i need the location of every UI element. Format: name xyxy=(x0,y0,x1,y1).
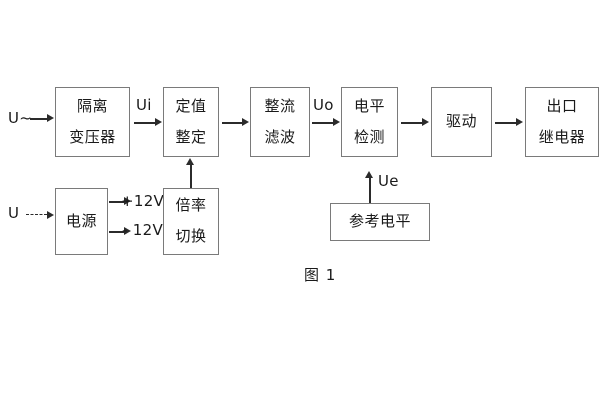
block-output-relay: 出口 继电器 xyxy=(525,87,599,157)
arrow-isolation-transformer-to-setting-value xyxy=(134,118,162,127)
arrow-setting-value-to-rectifier-filter xyxy=(222,118,249,127)
block-multiplier-switch: 倍率 切换 xyxy=(163,188,219,255)
rail-label-positive: +12V xyxy=(121,192,165,210)
block-rectifier-filter: 整流 滤波 xyxy=(250,87,310,157)
signal-label-ue: Ue xyxy=(378,172,399,190)
arrow-input-to-power-supply xyxy=(26,211,55,220)
arrow-rectifier-filter-to-level-detection xyxy=(312,118,340,127)
block-output-relay-line-2: 继电器 xyxy=(538,127,586,146)
block-level-detection: 电平 检测 xyxy=(341,87,398,157)
arrow-input-to-isolation-transformer xyxy=(30,114,54,123)
block-drive: 驱动 xyxy=(431,87,492,157)
input-label-ac: U~ xyxy=(8,109,33,127)
figure-caption: 图 1 xyxy=(304,266,337,284)
block-drive-line-1: 驱动 xyxy=(445,112,477,131)
arrow-power-supply-rail-positive xyxy=(109,197,131,206)
arrow-power-supply-rail-negative xyxy=(109,227,131,236)
block-rectifier-filter-line-1: 整流 xyxy=(264,96,296,115)
signal-label-uo: Uo xyxy=(313,96,334,114)
arrow-level-detection-to-drive xyxy=(401,118,429,127)
block-setting-value-line-2: 整定 xyxy=(175,127,207,146)
input-label-dc: U xyxy=(8,204,20,222)
signal-label-ui: Ui xyxy=(136,96,152,114)
block-isolation-transformer-line-2: 变压器 xyxy=(69,127,116,146)
block-reference-level: 参考电平 xyxy=(330,203,430,241)
rail-label-negative: - 12V xyxy=(122,221,164,239)
arrow-drive-to-output-relay xyxy=(495,118,523,127)
block-rectifier-filter-line-2: 滤波 xyxy=(264,127,296,146)
block-level-detection-line-2: 检测 xyxy=(353,127,385,146)
block-multiplier-switch-line-2: 切换 xyxy=(175,227,207,245)
arrow-multiplier-switch-to-setting-value xyxy=(186,158,195,188)
block-multiplier-switch-line-1: 倍率 xyxy=(175,196,207,215)
block-setting-value-line-1: 定值 xyxy=(175,96,207,115)
block-setting-value: 定值 整定 xyxy=(163,87,219,157)
arrow-reference-level-to-level-detection xyxy=(365,171,374,203)
block-power-supply: 电源 xyxy=(55,188,108,255)
block-reference-level-line-1: 参考电平 xyxy=(348,212,411,231)
block-level-detection-line-1: 电平 xyxy=(353,96,385,115)
block-isolation-transformer-line-1: 隔离 xyxy=(76,96,108,115)
block-isolation-transformer: 隔离 变压器 xyxy=(55,87,130,157)
block-output-relay-line-1: 出口 xyxy=(546,96,578,115)
block-power-supply-line-1: 电源 xyxy=(65,211,97,230)
